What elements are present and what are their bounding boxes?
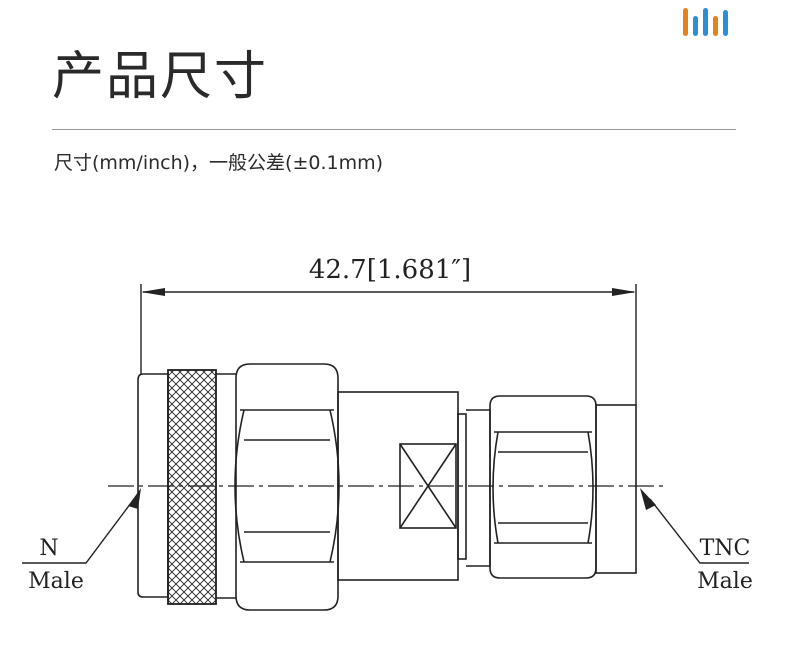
left-connector-gender: Male: [28, 569, 84, 594]
knurled-grip: [167, 369, 217, 605]
dimension-arrow-left: [141, 288, 165, 296]
logo-bar: [703, 8, 708, 36]
tolerance-note: 尺寸(mm/inch)，一般公差(±0.1mm): [54, 152, 384, 174]
page-title: 产品尺寸: [52, 47, 269, 107]
small-hex-nut: [466, 409, 491, 567]
right-connector-type: TNC: [700, 536, 751, 561]
leader-arrow-right: [640, 488, 656, 510]
overall-length-label: 42.7[1.681″]: [309, 255, 471, 285]
leader-right: [649, 498, 749, 564]
tnc-connector-front: [595, 404, 637, 574]
logo-bar: [713, 16, 718, 36]
logo-bar: [683, 8, 688, 36]
brand-logo-icon: [683, 8, 728, 36]
logo-bar: [723, 10, 728, 36]
large-hex-nut: [235, 363, 339, 611]
n-connector-back: [137, 373, 169, 598]
left-connector-type: N: [39, 536, 58, 561]
title-divider: [52, 129, 736, 130]
dimension-arrow-right: [612, 288, 636, 296]
leader-left: [22, 498, 135, 564]
leader-arrow-left: [128, 488, 141, 509]
right-connector-gender: Male: [697, 569, 753, 594]
logo-bar: [693, 16, 698, 36]
